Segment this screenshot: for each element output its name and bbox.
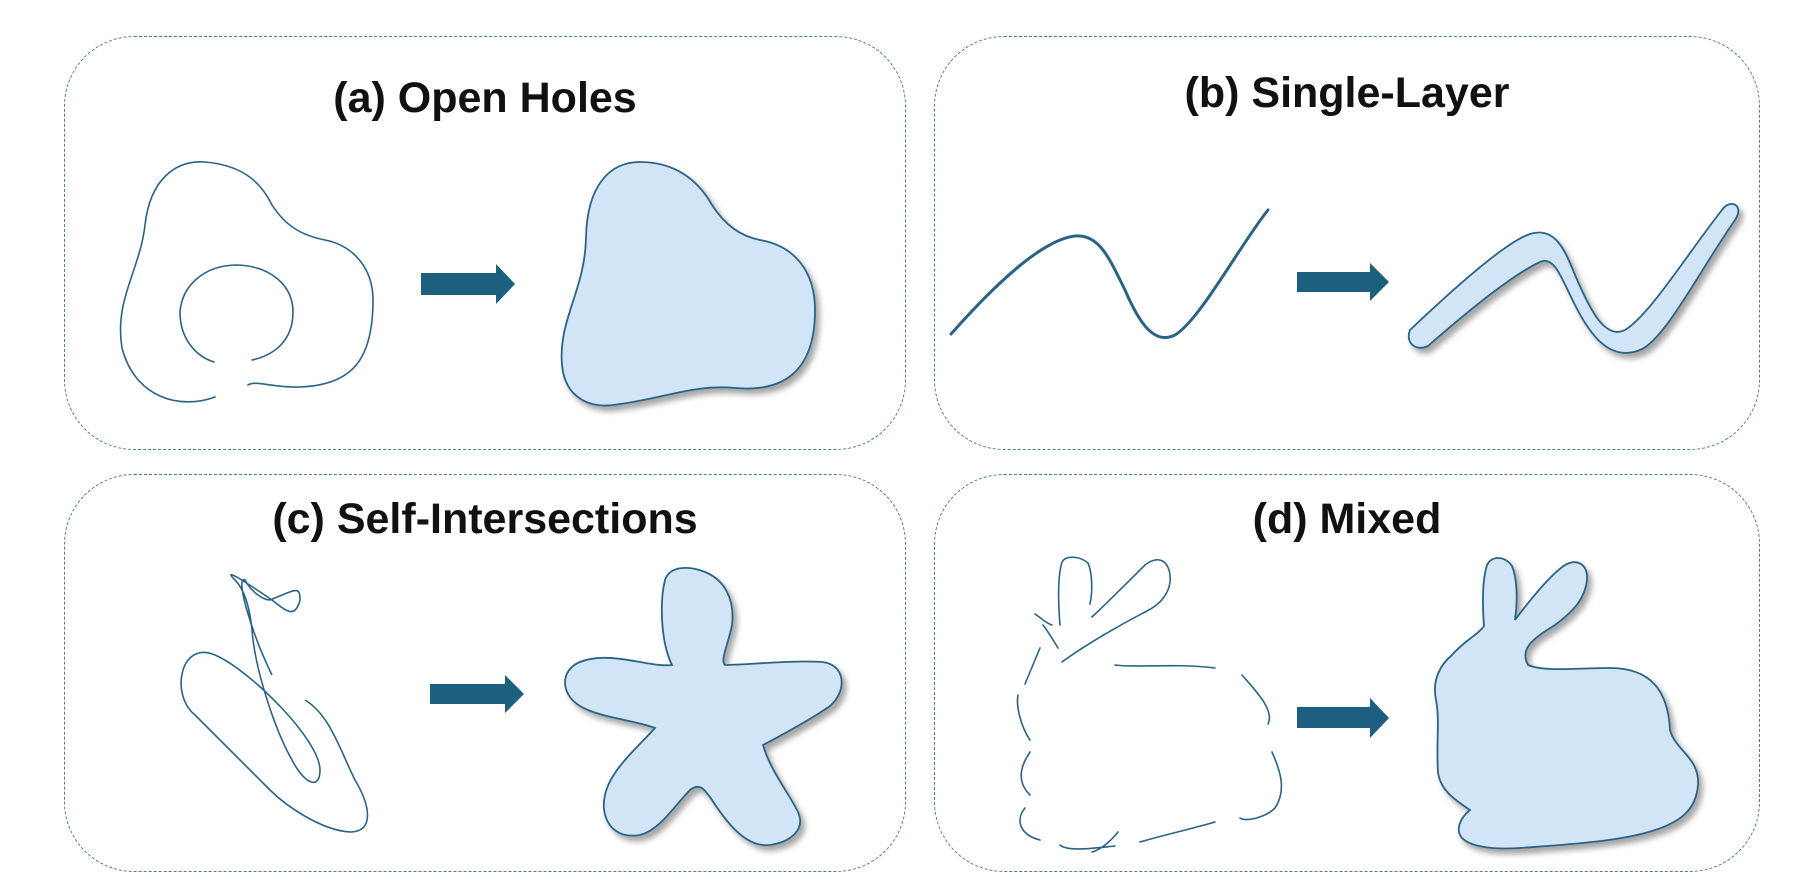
panel-title: (d) Mixed: [1252, 495, 1442, 543]
self-intersections-input-curve: [180, 574, 369, 833]
arrow-icon: [1297, 263, 1389, 301]
single-layer-input-curve: [949, 208, 1270, 340]
panel-mixed: (d) Mixed: [934, 474, 1760, 872]
self-intersections-output-shape: [564, 567, 843, 846]
mixed-input-curve: [1016, 556, 1283, 853]
arrow-icon: [430, 675, 524, 713]
panel-self-intersections: (c) Self-Intersections: [64, 474, 906, 872]
arrow-icon: [1297, 698, 1389, 738]
panel-open-holes: (a) Open Holes: [64, 36, 906, 450]
single-layer-output-shape: [1407, 203, 1740, 354]
open-holes-output-shape: [560, 161, 816, 407]
mixed-output-shape: [1434, 557, 1699, 850]
panel-title: (b) Single-Layer: [1184, 69, 1510, 117]
open-holes-input-curve: [119, 161, 374, 403]
panel-single-layer: (b) Single-Layer: [934, 36, 1760, 450]
panel-title: (c) Self-Intersections: [272, 495, 698, 543]
arrow-icon: [421, 264, 515, 304]
panel-title: (a) Open Holes: [333, 74, 637, 122]
